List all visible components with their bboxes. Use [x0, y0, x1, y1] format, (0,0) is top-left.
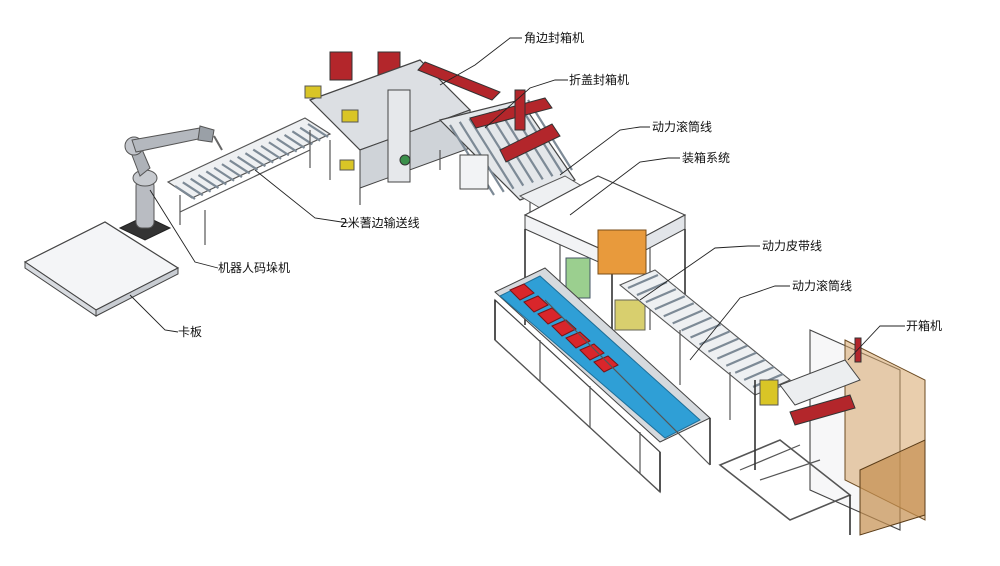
fold-sealer	[438, 89, 576, 215]
roller	[291, 130, 313, 146]
roller	[734, 358, 766, 374]
roller	[690, 323, 721, 339]
roller	[707, 337, 739, 353]
roller	[681, 316, 713, 332]
roller	[197, 174, 220, 189]
roller	[468, 118, 515, 190]
roller	[283, 134, 306, 149]
label-conveyor-2m: 2米蓍边输送线	[340, 215, 420, 230]
roller	[636, 281, 668, 297]
packing-system	[523, 175, 687, 345]
roller	[645, 288, 677, 304]
roller	[743, 365, 775, 381]
roller	[654, 295, 686, 311]
roller	[276, 137, 298, 153]
corner-sealer	[304, 51, 501, 205]
roller	[190, 177, 212, 193]
red-carton	[579, 343, 605, 361]
label-pallet: 卡板	[178, 325, 202, 339]
roller	[244, 152, 267, 168]
label-fold-sealer: 折盖封箱机	[569, 72, 629, 87]
roller	[268, 141, 290, 157]
red-carton	[509, 283, 535, 301]
roller	[229, 159, 251, 175]
red-carton	[551, 319, 577, 337]
roller	[182, 181, 204, 197]
red-carton	[523, 295, 549, 313]
belt-line	[494, 267, 711, 494]
roller	[236, 155, 259, 171]
roller	[725, 351, 757, 367]
label-packing-system: 装箱系统	[682, 150, 730, 165]
leader-lines	[129, 37, 905, 361]
roller	[252, 148, 274, 164]
roller	[663, 302, 695, 318]
roller	[174, 185, 196, 200]
label-belt-line: 动力皮带线	[762, 239, 822, 253]
conveyor-2m	[166, 117, 332, 245]
red-carton	[565, 331, 591, 349]
roller	[260, 144, 282, 160]
roller	[307, 123, 329, 138]
robot-palletizer	[118, 125, 223, 241]
roller	[205, 170, 227, 186]
label-powered-roller-2: 动力滚筒线	[792, 278, 852, 293]
roller	[627, 273, 659, 290]
pallet	[23, 221, 180, 317]
roller	[221, 163, 243, 179]
label-robot-palletizer: 机器人码垛机	[218, 260, 290, 275]
roller	[213, 166, 235, 182]
label-corner-sealer: 角边封箱机	[524, 30, 584, 45]
roller	[672, 309, 704, 325]
label-powered-roller-1: 动力滚筒线	[652, 119, 712, 134]
label-case-erector: 开箱机	[906, 318, 942, 333]
case-erector	[718, 329, 926, 536]
roller	[716, 344, 748, 360]
